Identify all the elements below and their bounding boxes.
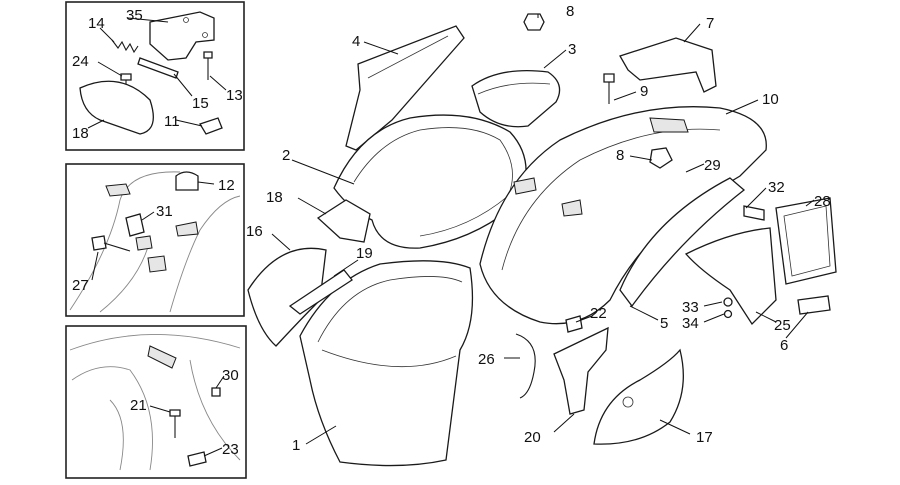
part-20-bracket xyxy=(553,326,609,415)
part-3-pad xyxy=(471,69,561,128)
inset-box-top xyxy=(65,1,245,151)
callout-7: 7 xyxy=(706,15,714,32)
part-7-bracket xyxy=(619,37,717,93)
part-25-mudflap xyxy=(684,227,777,326)
callout-24: 24 xyxy=(72,53,89,70)
callout-16: 16 xyxy=(246,223,263,240)
callout-8-top: 8 xyxy=(566,3,574,20)
callout-18-inset: 18 xyxy=(72,125,89,142)
callout-12: 12 xyxy=(218,177,235,194)
part-19-bracket xyxy=(288,269,353,315)
callout-35: 35 xyxy=(126,7,143,24)
callout-23: 23 xyxy=(222,441,239,458)
part-1-storage-box xyxy=(299,260,474,467)
callout-21: 21 xyxy=(130,397,147,414)
part-17-cover xyxy=(593,348,684,445)
callout-3: 3 xyxy=(568,41,576,58)
callout-4: 4 xyxy=(352,33,360,50)
callout-18-main: 18 xyxy=(266,189,283,206)
callout-13: 13 xyxy=(226,87,243,104)
callout-34: 34 xyxy=(682,315,699,332)
part-5-fairing xyxy=(619,177,746,308)
part-16-side-panel xyxy=(247,247,327,347)
callout-25: 25 xyxy=(774,317,791,334)
part-9-bolt xyxy=(603,73,615,83)
callout-19: 19 xyxy=(356,245,373,262)
callout-30: 30 xyxy=(222,367,239,384)
callout-5: 5 xyxy=(660,315,668,332)
part-6-light xyxy=(797,295,831,315)
callout-14: 14 xyxy=(88,15,105,32)
callout-15: 15 xyxy=(192,95,209,112)
leader-lines xyxy=(87,14,815,457)
part-10-fender xyxy=(479,106,767,325)
callout-10: 10 xyxy=(762,91,779,108)
callout-27: 27 xyxy=(72,277,89,294)
callout-11: 11 xyxy=(164,113,180,130)
callout-9: 9 xyxy=(640,83,648,100)
callout-20: 20 xyxy=(524,429,541,446)
inset-box-middle xyxy=(65,163,245,317)
callout-28: 28 xyxy=(814,193,831,210)
callout-17: 17 xyxy=(696,429,713,446)
callout-32: 32 xyxy=(768,179,785,196)
callout-26: 26 xyxy=(478,351,495,368)
callout-labels: 1 2 3 4 5 6 7 8 8 9 10 11 12 13 14 15 16… xyxy=(72,3,831,458)
callout-33: 33 xyxy=(682,299,699,316)
callout-6: 6 xyxy=(780,337,788,354)
part-8-nut xyxy=(523,13,545,31)
callout-29: 29 xyxy=(704,157,721,174)
inset-box-bottom xyxy=(65,325,247,479)
callout-8-mid: 8 xyxy=(616,147,624,164)
callout-2: 2 xyxy=(282,147,290,164)
callout-31: 31 xyxy=(156,203,173,220)
callout-1: 1 xyxy=(292,437,300,454)
part-26-wire xyxy=(515,333,536,399)
part-18-clip xyxy=(316,199,371,243)
callout-22: 22 xyxy=(590,305,607,322)
